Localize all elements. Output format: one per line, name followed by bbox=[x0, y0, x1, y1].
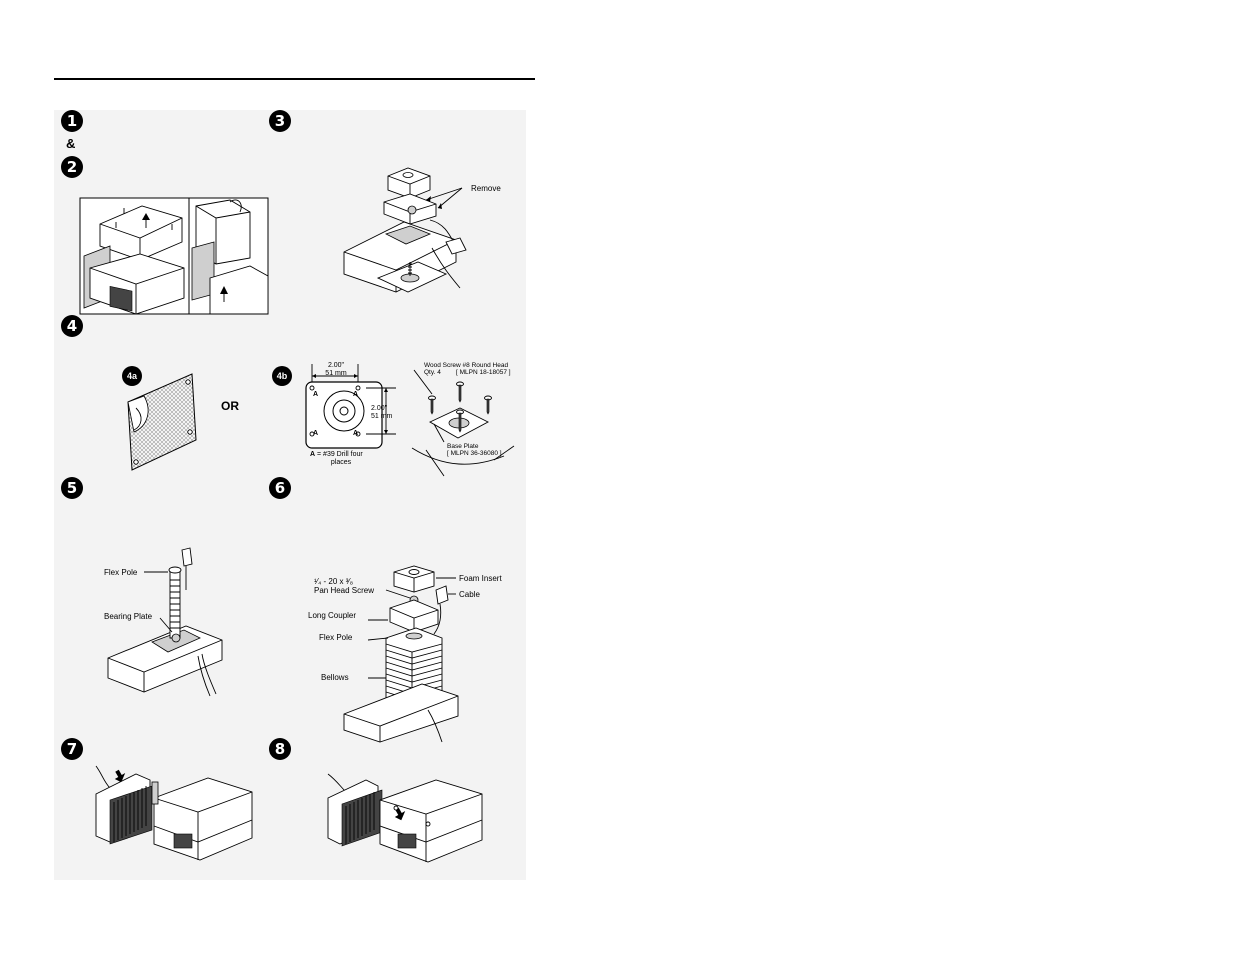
step-7-marker: 7 bbox=[61, 738, 83, 760]
hole-a-br: A bbox=[353, 430, 359, 437]
step-ampersand: & bbox=[66, 136, 76, 151]
base-plate-part-number: [ MLPN 36-36080 ] bbox=[447, 450, 502, 457]
flex-pole-label: Flex Pole bbox=[104, 568, 138, 577]
flex-pole-label-6: Flex Pole bbox=[319, 633, 353, 642]
wood-screw-label: Wood Screw #8 Round Head bbox=[424, 362, 509, 369]
step-4-marker: 4 bbox=[61, 315, 83, 337]
drill-note-text: = #39 Drill four bbox=[317, 451, 363, 458]
step-1-2-illustration bbox=[79, 197, 269, 315]
adhesive-pad-illustration bbox=[127, 373, 197, 471]
drill-template-diagram bbox=[305, 364, 396, 449]
pan-head-screw-label: Pan Head Screw bbox=[314, 586, 375, 595]
hole-a-tr: A bbox=[353, 391, 359, 398]
header-rule bbox=[54, 78, 535, 80]
wood-screw-qty: Qty. 4 bbox=[424, 369, 441, 376]
bellows-label: Bellows bbox=[321, 673, 349, 682]
dim-side-mm: 51 mm bbox=[371, 413, 393, 420]
step-8-marker: 8 bbox=[269, 738, 291, 760]
dim-side-inches: 2.00" bbox=[371, 405, 388, 412]
step-5-illustration bbox=[107, 547, 223, 697]
bearing-plate-label: Bearing Plate bbox=[104, 612, 153, 621]
base-plate-screws-illustration bbox=[411, 369, 515, 477]
dim-top-inches: 2.00" bbox=[327, 362, 345, 369]
foam-insert-label: Foam Insert bbox=[459, 574, 502, 583]
cable-label: Cable bbox=[459, 590, 480, 599]
screw-size-label: ¹⁄₄ - 20 x ³⁄₈ bbox=[314, 577, 354, 586]
step-4b-badge: 4b bbox=[272, 366, 292, 386]
step-3-illustration bbox=[343, 167, 467, 293]
hole-a-tl: A bbox=[313, 391, 319, 398]
step-2-marker: 2 bbox=[61, 156, 83, 178]
hole-a-bl: A bbox=[313, 430, 319, 437]
step-1-marker: 1 bbox=[61, 110, 83, 132]
long-coupler-label: Long Coupler bbox=[308, 611, 357, 620]
step-4a-badge: 4a bbox=[122, 366, 142, 386]
base-plate-label: Base Plate bbox=[447, 443, 479, 450]
step-6-marker: 6 bbox=[269, 477, 291, 499]
step-7-illustration bbox=[95, 765, 253, 861]
step-8-illustration bbox=[327, 773, 483, 863]
dim-top-mm: 51 mm bbox=[325, 370, 347, 377]
step-3-marker: 3 bbox=[269, 110, 291, 132]
remove-label: Remove bbox=[471, 184, 501, 193]
step-6-illustration bbox=[343, 565, 459, 743]
or-label: OR bbox=[221, 399, 239, 413]
drill-key: A bbox=[310, 451, 316, 458]
drill-note-places: places bbox=[330, 459, 352, 466]
wood-screw-part-number: [ MLPN 18-18057 ] bbox=[456, 369, 511, 376]
step-5-marker: 5 bbox=[61, 477, 83, 499]
drill-note: A = #39 Drill four bbox=[310, 451, 363, 459]
